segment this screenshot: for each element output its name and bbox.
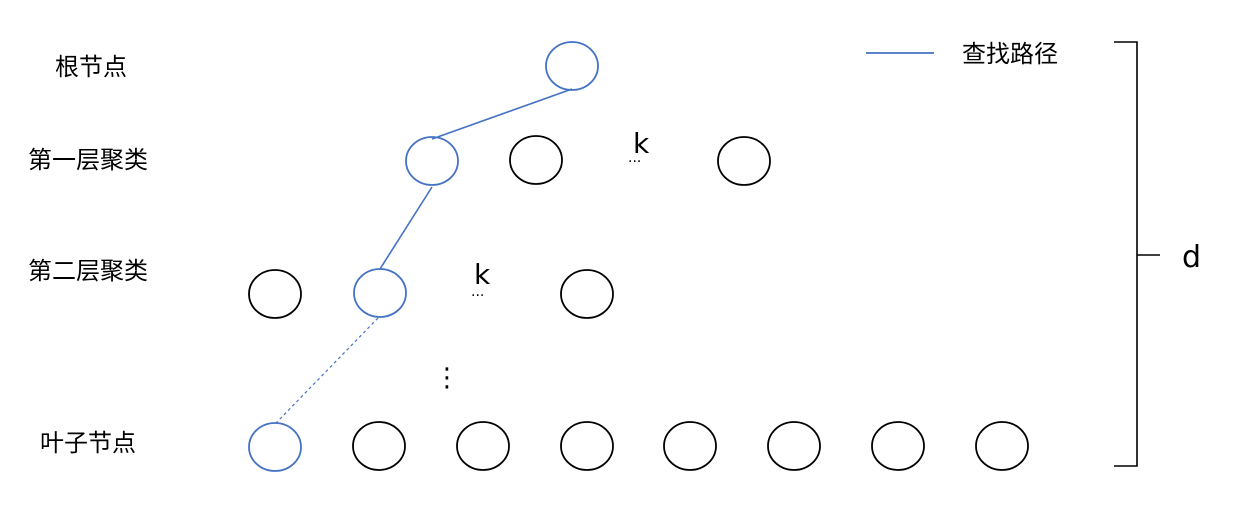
root-node	[545, 41, 599, 91]
level2-row-ellipsis: ...	[471, 284, 484, 300]
level1-node	[717, 136, 771, 186]
leaf-node	[456, 421, 510, 471]
path-edge-level1-level2	[379, 186, 433, 270]
level1-node	[509, 135, 563, 185]
root-level-label: 根节点	[55, 53, 127, 81]
level1-label: 第一层聚类	[28, 146, 148, 174]
vertical-ellipsis: ⋮	[434, 363, 460, 393]
legend-path-label: 查找路径	[962, 40, 1058, 68]
level1-branching-k: k	[633, 127, 650, 160]
level2-label: 第二层聚类	[28, 257, 148, 285]
path-edge-root-level1	[431, 88, 573, 140]
level2-node	[248, 269, 302, 319]
path-edge-level2-leaf-dashed	[275, 317, 379, 424]
level1-node-path	[405, 136, 459, 186]
level2-node-path	[353, 268, 407, 318]
depth-bracket	[1114, 41, 1138, 467]
depth-label: d	[1182, 240, 1201, 275]
leaf-node	[767, 421, 821, 471]
leaf-node	[352, 421, 406, 471]
level1-row-ellipsis: ...	[628, 150, 641, 166]
level2-node	[560, 269, 614, 319]
leaf-node-path	[248, 422, 302, 472]
leaf-node	[975, 421, 1029, 471]
leaf-level-label: 叶子节点	[40, 429, 136, 457]
level2-branching-k: k	[474, 258, 491, 291]
leaf-node	[871, 421, 925, 471]
leaf-node	[663, 421, 717, 471]
leaf-node	[560, 421, 614, 471]
